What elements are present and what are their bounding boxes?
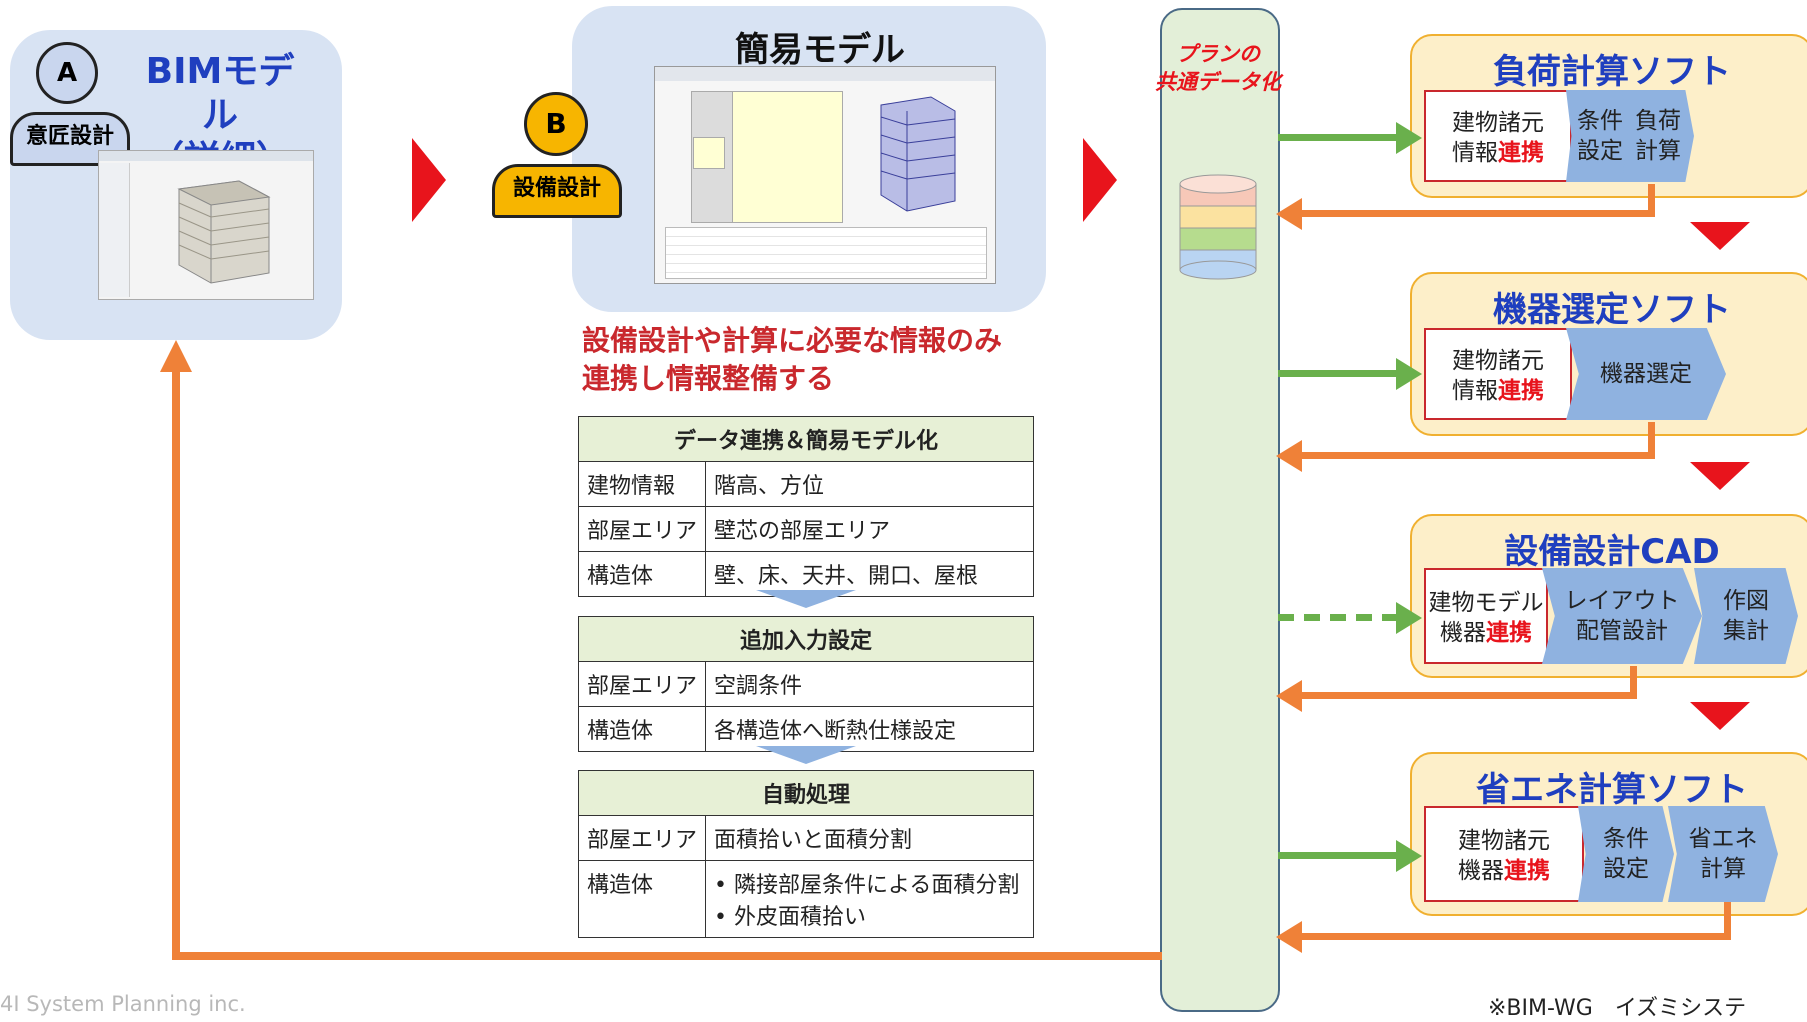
software-title: 負荷計算ソフト (1493, 52, 1731, 92)
link-label: 建物モデル (1428, 590, 1544, 616)
table-header: 追加入力設定 (578, 616, 1034, 662)
link-emphasis: 連携 (1498, 378, 1544, 404)
table-row: 部屋エリア面積拾いと面積分割 (577, 815, 1034, 861)
role-engineer-badge: 設備設計 (492, 164, 622, 218)
common-data-line1: プランの (1176, 42, 1260, 66)
arrow-left-icon (1276, 198, 1302, 230)
return-arrow (1300, 452, 1655, 459)
data-flow-arrow (1278, 852, 1398, 859)
table-flow-down-icon (756, 590, 856, 608)
data-flow-arrow (1278, 370, 1398, 377)
software-title: 省エネ計算ソフト (1476, 770, 1748, 810)
data-flow-dotted-arrow (1278, 614, 1398, 621)
arrow-left-icon (1276, 680, 1302, 712)
link-label: 機器 (1458, 858, 1504, 884)
link-box: 建物諸元 情報連携 (1424, 328, 1572, 420)
link-label: 情報 (1452, 140, 1498, 166)
return-arrow-vertical (1648, 184, 1655, 217)
common-data-label: プランの 共通データ化 (1150, 40, 1286, 96)
designer-a-avatar-icon: A (36, 42, 98, 104)
flow-arrow-b-to-data-icon (1083, 138, 1117, 222)
table-row: 構造体各構造体へ断熱仕様設定 (577, 706, 1034, 752)
arrow-left-icon (1276, 921, 1302, 953)
link-label: 建物諸元 (1452, 110, 1544, 136)
arrow-right-icon (1396, 840, 1422, 872)
caption-line1: 設備設計や計算に必要な情報のみ (582, 324, 1003, 357)
return-arrow-vertical (1724, 902, 1731, 940)
return-arrow-vertical (1630, 666, 1637, 699)
flow-down-icon (1690, 702, 1750, 730)
simple-model-screenshot-image (654, 66, 996, 284)
software-title: 機器選定ソフト (1493, 290, 1731, 330)
role-engineer-label: 設備設計 (512, 176, 601, 201)
link-label: 機器 (1440, 620, 1486, 646)
return-arrow (1300, 210, 1655, 217)
software-title: 設備設計CAD (1504, 532, 1720, 572)
bim-screenshot-image (98, 150, 314, 300)
link-label: 情報 (1452, 378, 1498, 404)
link-emphasis: 連携 (1504, 858, 1550, 884)
step-chevron: 条件 設定 (1578, 806, 1674, 902)
building-3d-icon (177, 180, 271, 284)
return-arrow (1300, 692, 1637, 699)
flow-arrow-a-to-b-icon (412, 138, 446, 222)
feedback-arrow-vertical (172, 370, 180, 960)
common-data-column (1160, 8, 1280, 1012)
bim-model-title-line1: BIMモデル (145, 51, 295, 136)
caption-line2: 連携し情報整備する (582, 362, 835, 395)
engineer-b-avatar-icon: B (524, 92, 588, 156)
step-chevron: 機器選定 (1566, 328, 1726, 420)
link-emphasis: 連携 (1498, 140, 1544, 166)
common-data-line2: 共通データ化 (1155, 70, 1281, 94)
flow-down-icon (1690, 462, 1750, 490)
simple-model-title: 簡易モデル (735, 30, 905, 70)
feedback-arrow-horizontal (172, 952, 1162, 960)
auto-process-table: 自動処理 部屋エリア面積拾いと面積分割 構造体• 隣接部屋条件による面積分割 •… (577, 770, 1034, 938)
table-flow-down-icon (756, 746, 856, 764)
footer-right: ※BIM-WG イズミシステ (1488, 996, 1747, 1021)
badge-a-label: A (56, 58, 78, 88)
link-emphasis: 連携 (1486, 620, 1532, 646)
footer-left: 4I System Planning inc. (0, 992, 246, 1016)
additional-input-table: 追加入力設定 部屋エリア空調条件 構造体各構造体へ断熱仕様設定 (577, 616, 1034, 752)
step-chevron: 省エネ 計算 (1668, 806, 1778, 902)
arrow-up-icon (160, 340, 192, 372)
table-row: 構造体壁、床、天井、開口、屋根 (577, 551, 1034, 597)
link-label: 建物諸元 (1452, 348, 1544, 374)
table-header: データ連携＆簡易モデル化 (578, 416, 1034, 462)
role-designer-label: 意匠設計 (25, 124, 114, 149)
data-flow-arrow (1278, 134, 1398, 141)
return-arrow-vertical (1648, 422, 1655, 459)
step-chevron: 条件 設定 (1566, 90, 1634, 182)
link-box: 建物モデル 機器連携 (1424, 568, 1548, 664)
arrow-left-icon (1276, 440, 1302, 472)
building-wireframe-icon (880, 96, 956, 212)
badge-b-label: B (545, 107, 567, 140)
step-chevron: レイアウト 配管設計 (1542, 568, 1702, 664)
table-row: 部屋エリア壁芯の部屋エリア (577, 506, 1034, 552)
database-icon (1179, 174, 1257, 280)
data-link-table: データ連携＆簡易モデル化 建物情報階高、方位 部屋エリア壁芯の部屋エリア 構造体… (577, 416, 1034, 597)
role-designer-badge: 意匠設計 (10, 112, 130, 166)
step-chevron: 負荷 計算 (1622, 90, 1694, 182)
arrow-right-icon (1396, 602, 1422, 634)
step-chevron: 作図 集計 (1694, 568, 1798, 664)
return-arrow (1300, 933, 1731, 940)
table-row: 部屋エリア空調条件 (577, 661, 1034, 707)
flow-down-icon (1690, 222, 1750, 250)
arrow-right-icon (1396, 358, 1422, 390)
arrow-right-icon (1396, 122, 1422, 154)
table-row: 建物情報階高、方位 (577, 461, 1034, 507)
simple-model-caption: 設備設計や計算に必要な情報のみ 連携し情報整備する (582, 322, 1002, 398)
link-box: 建物諸元 機器連携 (1424, 806, 1584, 902)
link-box: 建物諸元 情報連携 (1424, 90, 1572, 182)
link-label: 建物諸元 (1458, 828, 1550, 854)
table-header: 自動処理 (578, 770, 1034, 816)
table-row: 構造体• 隣接部屋条件による面積分割 • 外皮面積拾い (577, 860, 1034, 938)
